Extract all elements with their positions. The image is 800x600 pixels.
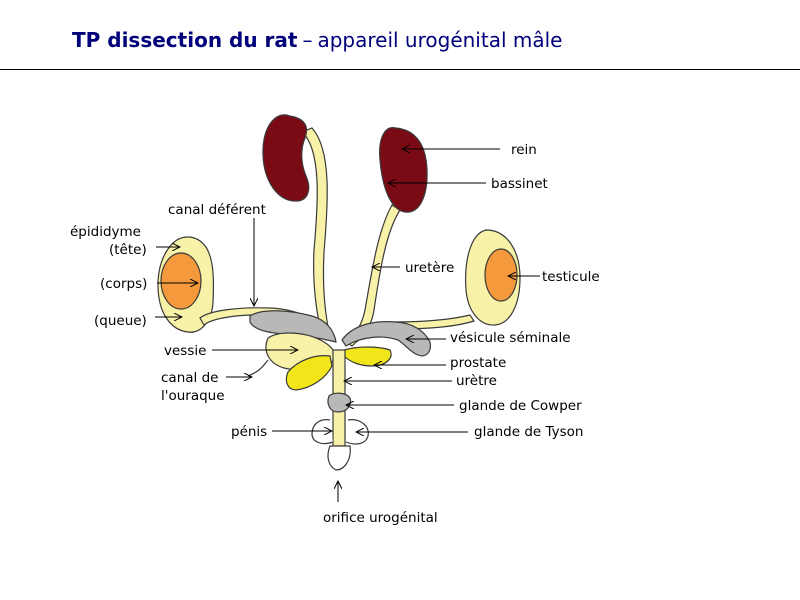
label-orifice-urogenital: orifice urogénital xyxy=(323,510,438,526)
title-bold-part: TP dissection du rat xyxy=(72,28,298,52)
label-canal-ouraque-line1: canal de xyxy=(161,370,218,386)
label-glande-cowper: glande de Cowper xyxy=(459,398,582,414)
label-bassinet: bassinet xyxy=(491,176,548,192)
annotation-arrows xyxy=(155,149,540,502)
label-testicule: testicule xyxy=(542,269,600,285)
right-seminal-vesicle xyxy=(341,321,431,357)
label-prostate: prostate xyxy=(450,355,506,371)
label-epididyme-queue: (queue) xyxy=(94,313,147,329)
title-subtitle-part: appareil urogénital mâle xyxy=(317,28,563,52)
glans xyxy=(327,445,351,471)
label-penis: pénis xyxy=(231,424,267,440)
right-testis xyxy=(484,248,518,302)
label-rein: rein xyxy=(511,142,537,158)
label-vessie: vessie xyxy=(164,343,206,359)
label-canal-deferent: canal déférent xyxy=(168,202,266,218)
cowper-gland xyxy=(327,392,352,413)
left-prostate-lobe xyxy=(285,355,333,391)
label-uretre: urètre xyxy=(456,373,497,389)
header: TP dissection du rat–appareil urogénital… xyxy=(0,0,800,70)
label-glande-tyson: glande de Tyson xyxy=(474,424,583,440)
left-testis xyxy=(160,252,202,310)
left-ureter xyxy=(300,127,331,339)
label-epididyme-tete: (tête) xyxy=(109,242,147,258)
label-epididyme: épididyme xyxy=(70,224,141,240)
label-epididyme-corps: (corps) xyxy=(100,276,147,292)
left-kidney xyxy=(262,114,310,202)
right-kidney xyxy=(379,127,428,213)
label-canal-ouraque-line2: l'ouraque xyxy=(161,388,225,404)
penis-left-fold xyxy=(311,419,334,445)
label-uretere: uretère xyxy=(405,260,454,276)
title-separator: – xyxy=(302,28,313,52)
label-vesicule-seminale: vésicule séminale xyxy=(450,330,571,346)
left-seminal-vesicle xyxy=(249,310,337,343)
right-vas-deferens xyxy=(345,314,475,347)
urachus-canal xyxy=(247,359,269,377)
page-title: TP dissection du rat–appareil urogénital… xyxy=(72,28,562,52)
right-prostate-lobe xyxy=(343,346,392,367)
header-divider xyxy=(0,69,800,70)
